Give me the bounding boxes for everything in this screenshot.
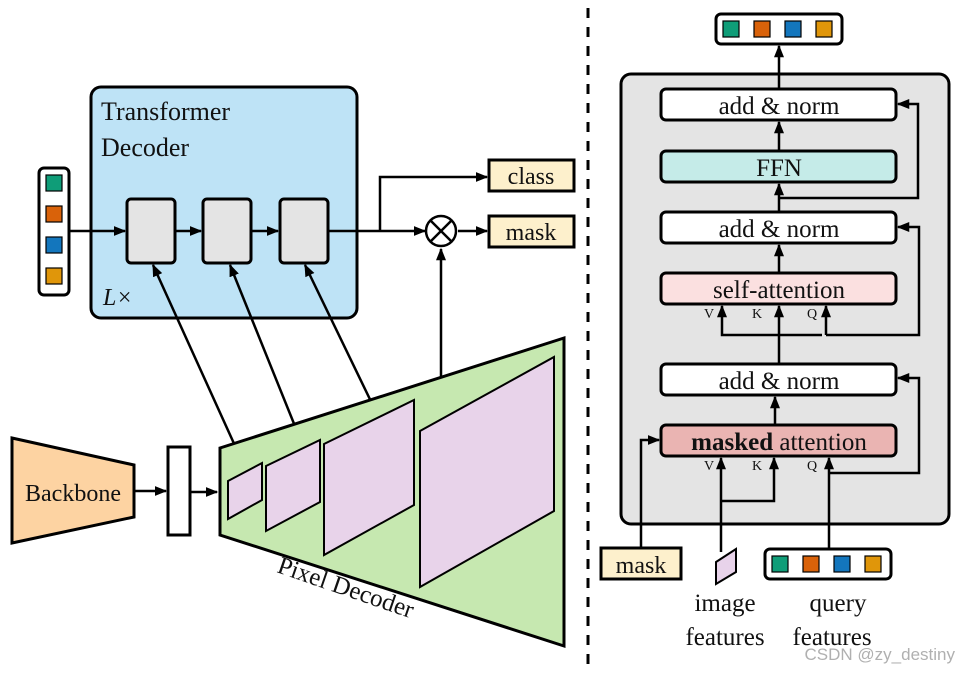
query-square-yellow (45, 267, 63, 285)
feature-map-4 (419, 355, 555, 589)
qf-square-yellow (864, 555, 882, 573)
query-features-label-line1: query (810, 590, 867, 617)
watermark: CSDN @zy_destiny (805, 645, 956, 664)
backbone-trapezoid (10, 436, 136, 545)
self-attn-v-label: V (704, 307, 714, 322)
masked-attention-bold: masked (691, 429, 773, 456)
query-square-blue (45, 236, 63, 254)
qf-square-green (771, 555, 789, 573)
self-attn-q-label: Q (807, 307, 817, 322)
backbone-feature-bar (166, 445, 192, 537)
masked-attn-q-label: Q (807, 459, 817, 474)
mask-input-box (599, 546, 683, 581)
residual-to-addnorm1 (829, 373, 921, 475)
add-norm-3-label: add & norm (719, 93, 840, 120)
decoder-block-2 (201, 197, 253, 265)
arrow-feature3-to-block3 (303, 263, 381, 419)
out-square-green (722, 20, 740, 38)
query-square-orange (45, 205, 63, 223)
class-output-label: class (508, 164, 555, 190)
decoder-block-3 (278, 197, 330, 265)
residual-to-addnorm2 (826, 222, 921, 337)
output-query-stack (714, 12, 844, 46)
out-square-orange (753, 20, 771, 38)
mask-output-box (487, 214, 576, 249)
masked-attn-v-label: V (704, 459, 714, 474)
ffn-label: FFN (756, 155, 802, 182)
masked-attention-box (659, 423, 898, 458)
query-features-stack (763, 547, 893, 581)
mask-output-label: mask (506, 220, 557, 246)
out-square-blue (784, 20, 802, 38)
backbone-label: Backbone (25, 481, 121, 507)
image-features-label-line2: features (685, 624, 764, 651)
residual-to-addnorm3 (779, 99, 920, 200)
add-norm-1-label: add & norm (719, 368, 840, 395)
class-output-box (487, 158, 576, 193)
mask-input-label: mask (616, 553, 667, 579)
masked-attn-k-label: K (752, 459, 762, 474)
masked-attention-rest: attention (773, 429, 867, 456)
self-attention-label: self-attention (713, 277, 845, 304)
arrow-feature2-to-block2 (228, 263, 305, 447)
qf-square-orange (802, 555, 820, 573)
qf-square-blue (833, 555, 851, 573)
multiply-node (424, 214, 458, 248)
feature-map-1 (227, 461, 263, 521)
feature-map-3 (323, 398, 415, 557)
masked-attention-label: masked attention (691, 429, 867, 456)
feature-map-2 (265, 438, 321, 533)
query-input-stack (37, 166, 71, 297)
image-feature-parallelogram (715, 547, 737, 586)
repeat-label: L× (102, 285, 133, 311)
out-square-yellow (815, 20, 833, 38)
add-norm-2-label: add & norm (719, 216, 840, 243)
query-features-label-line2: features (792, 624, 871, 651)
arrow-to-selfattn-v (717, 304, 822, 337)
arrow-image-to-k (721, 456, 779, 503)
query-square-green (45, 174, 63, 192)
decoder-block-1 (125, 197, 177, 265)
transformer-title-line1: Transformer (101, 97, 230, 126)
arrow-feature1-to-block1 (151, 263, 248, 471)
arrow-to-class (378, 172, 489, 231)
transformer-title-line2: Decoder (101, 133, 189, 162)
arrow-mask-to-masked-attn (639, 435, 661, 547)
self-attn-k-label: K (752, 307, 762, 322)
image-features-label-line1: image (694, 590, 755, 617)
